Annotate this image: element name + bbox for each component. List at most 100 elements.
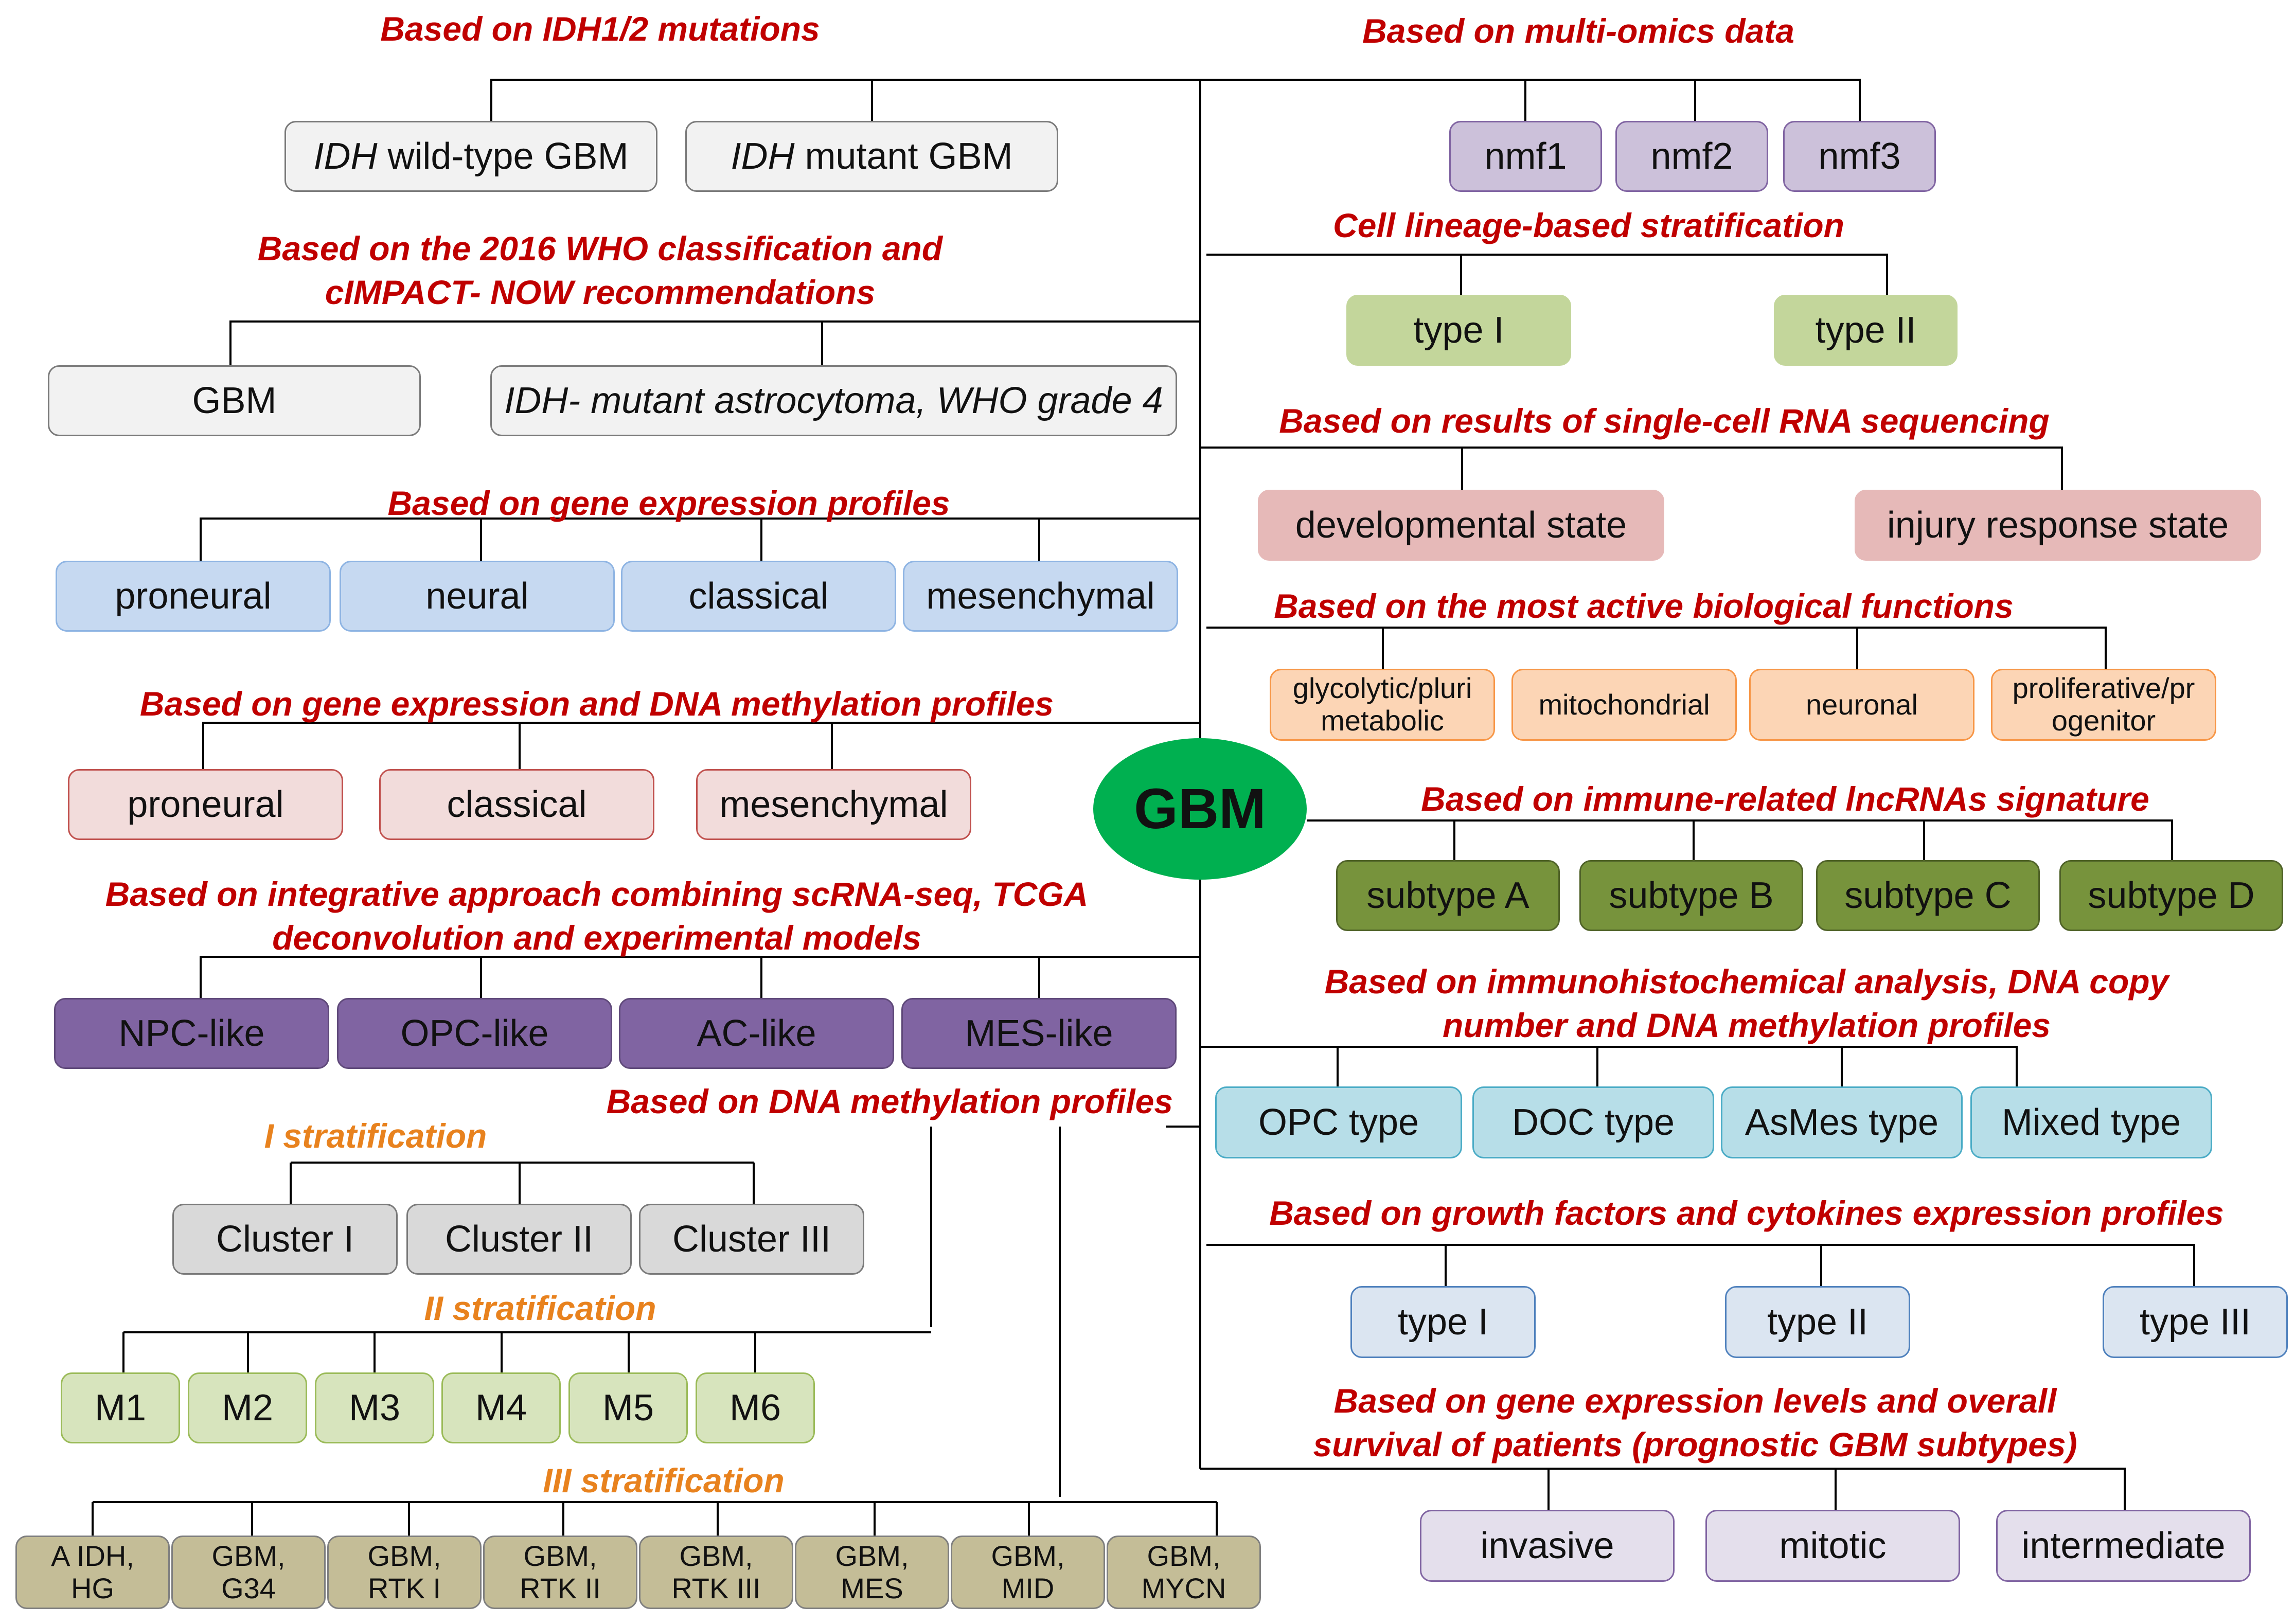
node-label: type II bbox=[1767, 1301, 1869, 1343]
node-bio-mitochondrial: mitochondrial bbox=[1511, 669, 1737, 741]
node-growth-type1: type I bbox=[1350, 1286, 1536, 1358]
node-label: Cluster I bbox=[216, 1218, 354, 1260]
node-label-line2: G34 bbox=[221, 1572, 276, 1604]
node-label: mesenchymal bbox=[926, 575, 1155, 617]
node-label: developmental state bbox=[1295, 504, 1627, 546]
node-label-line2: RTK II bbox=[520, 1572, 601, 1604]
node-label: IDH- mutant astrocytoma, WHO grade 4 bbox=[504, 380, 1163, 421]
node-growth-type2: type II bbox=[1725, 1286, 1910, 1358]
node-strat3-aidh: A IDH,HG bbox=[15, 1536, 170, 1609]
node-label: injury response state bbox=[1887, 504, 2229, 546]
node-lncrna-d: subtype D bbox=[2059, 860, 2283, 931]
gbm-center-label: GBM bbox=[1134, 777, 1266, 841]
node-m5: M5 bbox=[568, 1372, 688, 1443]
node-label: M3 bbox=[348, 1387, 401, 1429]
node-lineage-type2: type II bbox=[1774, 295, 1958, 366]
node-label: neuronal bbox=[1806, 688, 1918, 721]
header-strat-3: III stratification bbox=[543, 1461, 785, 1500]
node-idh-wildtype: IDH wild-type GBM bbox=[284, 121, 657, 192]
header-who-line1: Based on the 2016 WHO classification and bbox=[257, 229, 943, 267]
header-multiomics: Based on multi-omics data bbox=[1362, 12, 1794, 50]
node-nmf1: nmf1 bbox=[1449, 121, 1602, 192]
node-label-line1: glycolytic/pluri bbox=[1292, 672, 1472, 705]
node-label: type I bbox=[1397, 1301, 1489, 1343]
node-lncrna-c: subtype C bbox=[1816, 860, 2040, 931]
node-surv-invasive: invasive bbox=[1420, 1510, 1675, 1582]
node-label: type I bbox=[1413, 309, 1504, 351]
node-gene-expr-classical: classical bbox=[621, 561, 896, 632]
node-label: invasive bbox=[1480, 1525, 1614, 1566]
node-label-line2: ogenitor bbox=[2051, 704, 2156, 737]
node-label-line1: GBM, bbox=[991, 1539, 1065, 1572]
node-gene-expr-neural: neural bbox=[340, 561, 615, 632]
node-integ-opc: OPC-like bbox=[337, 998, 612, 1069]
node-label-line1: A IDH, bbox=[51, 1539, 134, 1572]
node-label-line2: MID bbox=[1001, 1572, 1055, 1604]
node-m2: M2 bbox=[188, 1372, 307, 1443]
header-lineage: Cell lineage-based stratification bbox=[1333, 206, 1844, 244]
header-who-line2: cIMPACT- NOW recommendations bbox=[325, 273, 876, 311]
node-integ-npc: NPC-like bbox=[54, 998, 329, 1069]
node-strat3-rtk1: GBM,RTK I bbox=[327, 1536, 482, 1609]
header-gene-meth: Based on gene expression and DNA methyla… bbox=[139, 685, 1054, 723]
node-surv-mitotic: mitotic bbox=[1705, 1510, 1960, 1582]
node-label-line1: GBM, bbox=[523, 1539, 597, 1572]
node-idh-mutant: IDH mutant GBM bbox=[685, 121, 1058, 192]
node-integ-ac: AC-like bbox=[619, 998, 894, 1069]
node-label: classical bbox=[447, 783, 587, 825]
node-label-line1: GBM, bbox=[1147, 1539, 1221, 1572]
node-gene-meth-proneural: proneural bbox=[68, 769, 343, 840]
node-label: nmf2 bbox=[1650, 135, 1733, 177]
header-dna-meth: Based on DNA methylation profiles bbox=[606, 1082, 1173, 1120]
node-m4: M4 bbox=[441, 1372, 561, 1443]
node-strat3-mycn: GBM,MYCN bbox=[1107, 1536, 1261, 1609]
node-label-line2: metabolic bbox=[1321, 704, 1444, 737]
node-label: mesenchymal bbox=[719, 783, 948, 825]
header-integ-line2: deconvolution and experimental models bbox=[272, 919, 921, 957]
node-label: subtype A bbox=[1366, 875, 1529, 916]
node-strat3-g34: GBM,G34 bbox=[171, 1536, 326, 1609]
node-label: type III bbox=[2139, 1301, 2251, 1343]
node-ihc-mixed: Mixed type bbox=[1970, 1086, 2212, 1158]
node-label: AsMes type bbox=[1745, 1101, 1939, 1143]
header-surv-line2: survival of patients (prognostic GBM sub… bbox=[1313, 1425, 2077, 1464]
node-label: M5 bbox=[602, 1387, 654, 1429]
idh-rest-1: wild-type GBM bbox=[377, 135, 629, 177]
header-lncrna: Based on immune-related lncRNAs signatur… bbox=[1421, 780, 2149, 818]
node-label-line1: GBM, bbox=[367, 1539, 441, 1572]
node-label-line1: GBM, bbox=[679, 1539, 753, 1572]
node-label: classical bbox=[688, 575, 829, 617]
header-surv-line1: Based on gene expression levels and over… bbox=[1333, 1382, 2057, 1420]
node-who-gbm: GBM bbox=[48, 365, 421, 436]
gbm-center-node: GBM bbox=[1093, 738, 1307, 880]
node-strat3-rtk3: GBM,RTK III bbox=[639, 1536, 793, 1609]
node-nmf2: nmf2 bbox=[1615, 121, 1768, 192]
node-scrna-injury: injury response state bbox=[1855, 490, 2261, 561]
header-gene-expr: Based on gene expression profiles bbox=[387, 484, 950, 522]
idh-italic-2: IDH bbox=[731, 135, 795, 177]
node-label-line1: GBM, bbox=[835, 1539, 909, 1572]
node-label: NPC-like bbox=[118, 1012, 265, 1054]
header-idh: Based on IDH1/2 mutations bbox=[380, 10, 820, 48]
header-strat-1: I stratification bbox=[264, 1117, 487, 1155]
node-surv-intermediate: intermediate bbox=[1996, 1510, 2251, 1582]
node-label: M6 bbox=[729, 1387, 781, 1429]
node-gene-meth-classical: classical bbox=[379, 769, 654, 840]
node-label: Cluster III bbox=[672, 1218, 831, 1260]
node-label: intermediate bbox=[2021, 1525, 2226, 1566]
node-label: AC-like bbox=[697, 1012, 816, 1054]
node-label: OPC type bbox=[1258, 1101, 1419, 1143]
node-m1: M1 bbox=[61, 1372, 180, 1443]
node-who-astrocytoma: IDH- mutant astrocytoma, WHO grade 4 bbox=[490, 365, 1177, 436]
node-label: M4 bbox=[475, 1387, 527, 1429]
node-strat3-mid: GBM,MID bbox=[951, 1536, 1105, 1609]
node-bio-neuronal: neuronal bbox=[1749, 669, 1974, 741]
node-cluster-3: Cluster III bbox=[639, 1204, 864, 1275]
node-label: proneural bbox=[115, 575, 272, 617]
node-label: M1 bbox=[94, 1387, 147, 1429]
node-ihc-opc: OPC type bbox=[1215, 1086, 1462, 1158]
node-integ-mes: MES-like bbox=[901, 998, 1177, 1069]
node-label-line2: RTK I bbox=[367, 1572, 441, 1604]
